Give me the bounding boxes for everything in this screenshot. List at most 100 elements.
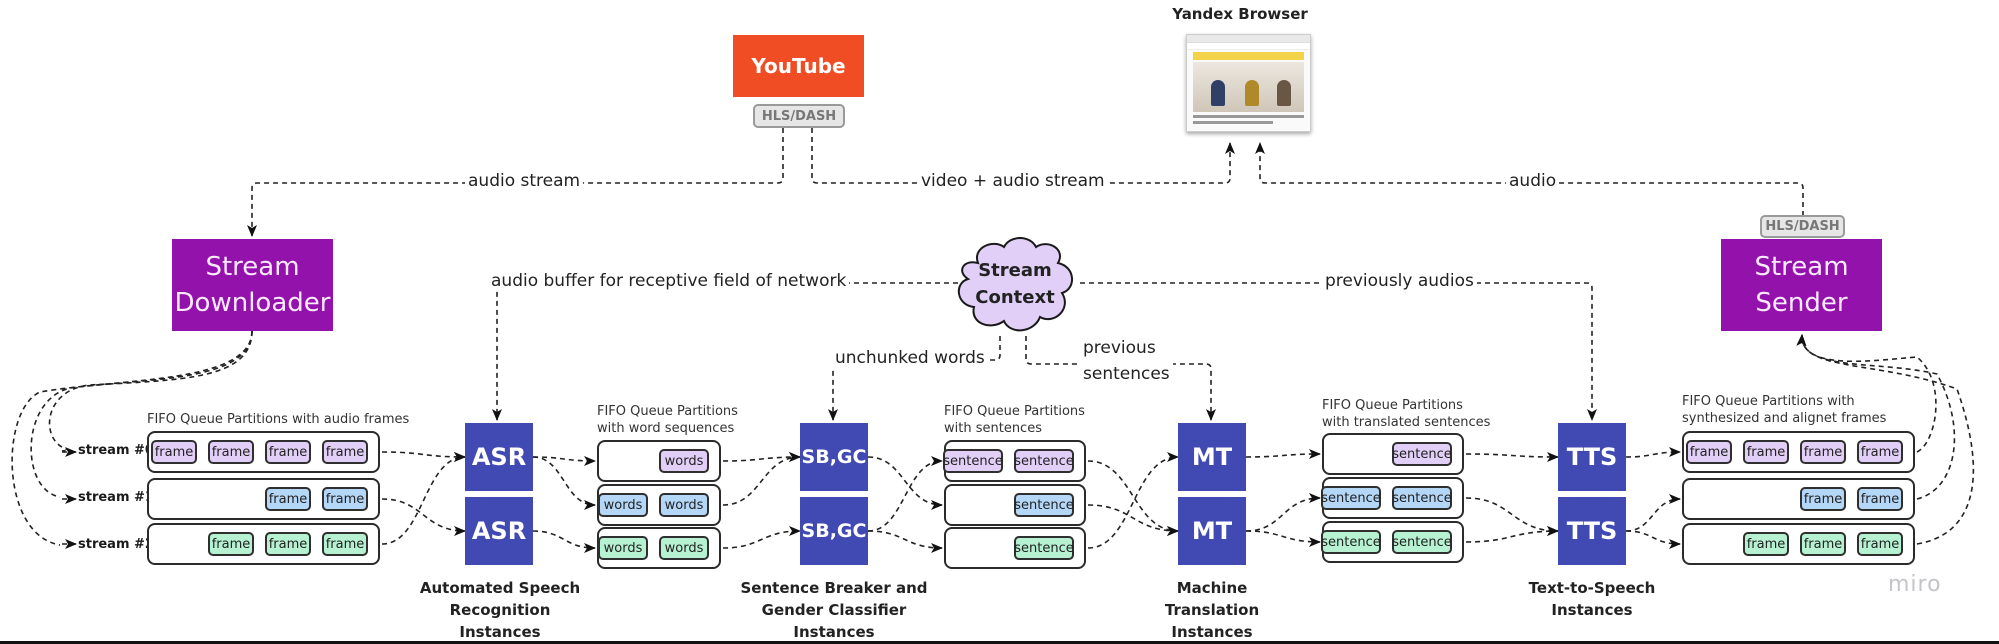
queue-item-sentence: sentence	[1321, 530, 1381, 554]
queue-item-frame: frame	[151, 440, 197, 464]
queue-item-frame: frame	[322, 487, 368, 511]
edge-queue-to-asr	[381, 451, 466, 462]
edge-queue-to-asr	[381, 498, 466, 536]
queue-partition-stream-2: frame frame frame	[147, 523, 380, 565]
previous-sentences-line2: sentences	[1083, 364, 1170, 384]
youtube-source: YouTube	[733, 35, 864, 97]
edge-tts-to-queue	[1625, 447, 1681, 458]
queue-caption-line: FIFO Queue Partitions with audio frames	[147, 412, 410, 427]
queue-item-sentence: sentence	[943, 449, 1003, 473]
youtube-protocol-label: HLS/DASH	[761, 108, 837, 124]
queue-caption-line: FIFO Queue Partitions	[1322, 398, 1463, 413]
edge-queue-to-tts	[1465, 497, 1559, 536]
edge-queue-to-tts	[1465, 451, 1559, 462]
stage-title-line: Instances	[1171, 623, 1253, 641]
stage-title-line: Sentence Breaker and	[740, 579, 928, 597]
edge-queue-to-tts	[1465, 526, 1559, 543]
edge-queue-to-mt	[1087, 504, 1179, 536]
sbgc-instance-0: SB,GC	[800, 423, 868, 491]
edge-label-video-audio-stream: video + audio stream	[918, 171, 1108, 191]
edge-queue-to-asr	[381, 452, 466, 545]
queue-item-sentence: sentence	[1392, 442, 1452, 466]
edge-label-audio-stream: audio stream	[465, 171, 584, 191]
stream-context-cloud	[958, 237, 1073, 332]
stage-title-line: Instances	[793, 623, 875, 641]
edge-queue-to-sbgc	[722, 526, 801, 549]
queue-caption-line: with translated sentences	[1322, 415, 1491, 430]
edge-tts-to-queue	[1625, 530, 1681, 549]
edge-label-audio-buffer: audio buffer for receptive field of netw…	[488, 271, 850, 291]
queue-item-sentence: sentence	[1392, 486, 1452, 510]
edge-queue-to-mt	[1087, 460, 1179, 536]
queue-item-sentence: sentence	[1014, 493, 1074, 517]
stage-title-line: Instances	[1551, 601, 1633, 619]
queue-partition-stream-2: frame frame frame	[1682, 523, 1915, 565]
queue-item-words: words	[659, 536, 709, 560]
stream-downloader: Stream Downloader	[172, 239, 333, 331]
asr-instance-0: ASR	[465, 423, 533, 491]
tts-instance-0: TTS	[1558, 423, 1626, 491]
stream-sender: Stream Sender	[1721, 239, 1882, 331]
queue-item-frame: frame	[265, 440, 311, 464]
edge-queue-to-sbgc	[722, 452, 801, 506]
stream-sender-line1: Stream	[1754, 252, 1849, 282]
queue-item-sentence: sentence	[1014, 536, 1074, 560]
edge-sbgc-to-queue	[867, 456, 943, 532]
queue-item-frame: frame	[208, 532, 254, 556]
mt-instance-0: MT	[1178, 423, 1246, 491]
sender-protocol-label: HLS/DASH	[1765, 219, 1840, 234]
stage-title-line: Instances	[459, 623, 541, 641]
queue-item-frame: frame	[322, 440, 368, 464]
queue-caption-line: FIFO Queue Partitions with	[1682, 394, 1855, 409]
edge-tts-to-queue	[1625, 494, 1681, 532]
queue-item-frame: frame	[1743, 440, 1789, 464]
edge-sbgc-to-queue	[867, 456, 943, 510]
mt-instance-1: MT	[1178, 497, 1246, 565]
queue-partition-stream-0: sentence	[1322, 433, 1464, 475]
queue-partition-stream-2: sentence	[944, 527, 1086, 569]
sbgc-instance-1: SB,GC	[800, 497, 868, 565]
queue-item-frame: frame	[208, 440, 254, 464]
queue-caption-line: synthesized and alignet frames	[1682, 411, 1887, 426]
queue-item-words: words	[659, 493, 709, 517]
edge-label-previous-sentences: previous sentences	[1080, 335, 1173, 387]
browser-screenshot	[1186, 34, 1311, 132]
tts-instance-1: TTS	[1558, 497, 1626, 565]
edge-asr-to-queue	[532, 456, 596, 510]
youtube-label: YouTube	[751, 54, 846, 78]
stream-label-1: stream #1	[78, 490, 154, 505]
edge-mt-to-queue	[1245, 493, 1321, 532]
edge-label-unchunked-words: unchunked words	[832, 348, 988, 368]
queue-item-frame: frame	[1743, 532, 1789, 556]
edge-mt-to-queue	[1245, 530, 1321, 547]
cloud-shape	[958, 237, 1073, 332]
browser-title: Yandex Browser	[1172, 5, 1308, 23]
queue-item-words: words	[659, 449, 709, 473]
queue-item-frame: frame	[1857, 532, 1903, 556]
stage-title-line: Machine	[1176, 579, 1248, 597]
stage-title-line: Recognition	[449, 601, 551, 619]
queue-item-frame: frame	[1857, 487, 1903, 511]
queue-item-frame: frame	[265, 532, 311, 556]
queue-caption-line: FIFO Queue Partitions	[597, 404, 738, 419]
queue-caption: FIFO Queue Partitions with translated sen…	[1322, 397, 1490, 431]
queue-item-frame: frame	[322, 532, 368, 556]
stage-title-line: Translation	[1164, 601, 1260, 619]
queue-caption: FIFO Queue Partitions with audio frames	[147, 411, 409, 428]
queue-partition-stream-0: frame frame frame frame	[147, 431, 380, 473]
stage-title-line: Text-to-Speech	[1528, 579, 1656, 597]
queue-item-frame: frame	[1800, 440, 1846, 464]
queue-caption: FIFO Queue Partitions with synthesized an…	[1682, 393, 1886, 427]
queue-item-frame: frame	[1800, 532, 1846, 556]
